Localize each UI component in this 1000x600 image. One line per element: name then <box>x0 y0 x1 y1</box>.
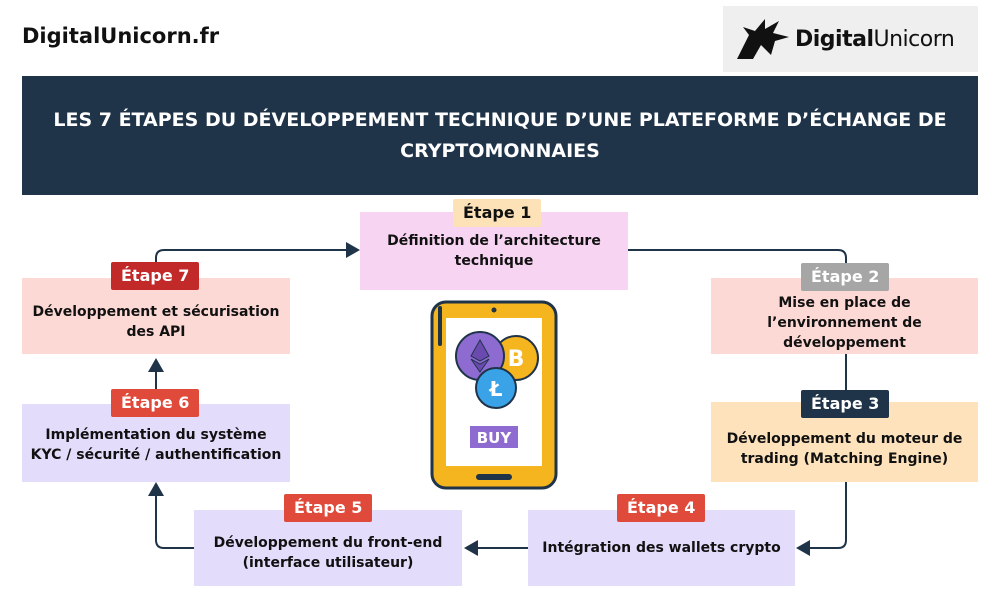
svg-text:B: B <box>508 347 525 372</box>
arrow-7-to-1 <box>155 242 360 276</box>
phone-illustration: B Ł BUY <box>430 300 558 490</box>
step-3-box: Développement du moteur de trading (Matc… <box>711 402 978 482</box>
logo-text: DigitalUnicorn <box>795 26 955 52</box>
arrow-3-to-4 <box>796 482 847 556</box>
step-7-tag: Étape 7 <box>111 262 200 290</box>
step-3-label: Développement du moteur de trading (Matc… <box>726 431 963 467</box>
step-5-tag: Étape 5 <box>284 494 373 522</box>
step-4-tag: Étape 4 <box>617 494 706 522</box>
step-4-label: Intégration des wallets crypto <box>542 540 781 556</box>
step-1-tag: Étape 1 <box>453 199 542 227</box>
svg-text:Ł: Ł <box>489 377 503 401</box>
litecoin-coin-icon <box>475 367 517 409</box>
step-3-tag: Étape 3 <box>801 390 890 418</box>
step-6-tag: Étape 6 <box>111 389 200 417</box>
step-1-label: Définition de l’architecture technique <box>387 233 601 269</box>
step-6-box: Implémentation du système KYC / sécurité… <box>22 404 290 482</box>
arrow-5-to-6 <box>148 482 194 549</box>
step-2-tag: Étape 2 <box>801 263 890 291</box>
step-5-label: Développement du front-end (interface ut… <box>213 535 443 571</box>
unicorn-logo-icon <box>737 19 789 59</box>
step-6-label: Implémentation du système KYC / sécurité… <box>30 427 282 463</box>
step-7-label: Développement et sécurisation des API <box>32 304 280 340</box>
arrow-1-to-2 <box>628 249 847 270</box>
step-7-box: Développement et sécurisation des API <box>22 278 290 354</box>
buy-button <box>470 426 518 448</box>
logo: DigitalUnicorn <box>723 6 978 72</box>
site-name: DigitalUnicorn.fr <box>22 24 220 48</box>
title-banner: LES 7 ÉTAPES DU DÉVELOPPEMENT TECHNIQUE … <box>22 76 978 195</box>
page-title: LES 7 ÉTAPES DU DÉVELOPPEMENT TECHNIQUE … <box>53 108 947 162</box>
step-2-label: Mise en place de l’environnement de déve… <box>767 295 922 351</box>
step-5-box: Développement du front-end (interface ut… <box>194 510 462 586</box>
step-4-box: Intégration des wallets crypto <box>528 510 795 586</box>
buy-label: BUY <box>477 429 513 447</box>
